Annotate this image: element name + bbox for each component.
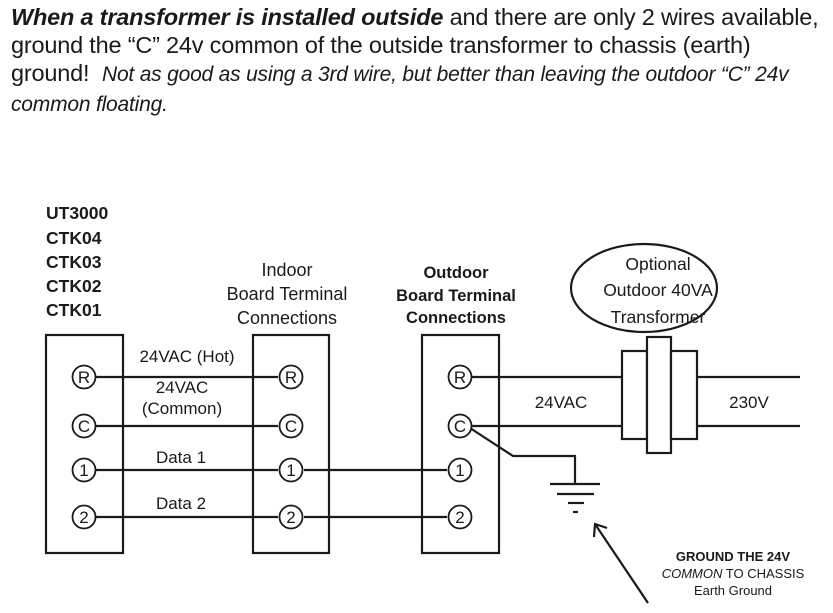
model-label: CTK04 <box>46 228 102 248</box>
outdoor-header: Outdoor Board Terminal Connections <box>396 264 516 327</box>
ground-note-line: GROUND THE 24V <box>676 549 790 564</box>
transformer-label-line: Outdoor 40VA <box>603 280 713 300</box>
outdoor-terminal-1: 1 <box>447 457 473 483</box>
terminal-circle <box>71 457 97 483</box>
transformer-primary-coil <box>669 349 699 441</box>
transformer-label-line: Transformer <box>611 307 706 327</box>
terminal-circle <box>447 504 473 530</box>
indoor-terminal-r: R <box>278 364 304 390</box>
terminal-label: C <box>454 417 466 436</box>
intro-bold-text: When a transformer is installed outside <box>11 4 444 30</box>
indoor-terminal-block <box>251 333 331 555</box>
indoor-header: Indoor Board Terminal Connections <box>227 260 348 328</box>
model-label: CTK01 <box>46 300 102 320</box>
ground-note-rest: TO CHASSIS <box>722 566 804 581</box>
outdoor-header-line: Outdoor <box>423 264 489 282</box>
transformer-label-ellipse <box>569 242 719 334</box>
terminal-circle <box>71 413 97 439</box>
terminal-label: R <box>454 368 466 387</box>
ground-wire <box>469 427 577 484</box>
thermostat-terminal-r: R <box>71 364 97 390</box>
outdoor-header-line: Connections <box>406 309 506 327</box>
outdoor-terminal-r: R <box>447 364 473 390</box>
terminal-label: C <box>78 417 90 436</box>
wire-label-secondary: 24VAC <box>535 393 588 412</box>
pointer-arrow <box>594 523 649 604</box>
wire-label-primary: 230V <box>729 393 769 412</box>
transformer-core <box>645 335 673 455</box>
terminal-label: R <box>285 368 297 387</box>
terminal-circle <box>278 413 304 439</box>
thermostat-terminal-block <box>44 333 125 555</box>
wire-label-data2: Data 2 <box>156 494 206 513</box>
model-label: UT3000 <box>46 203 109 223</box>
indoor-header-line: Board Terminal <box>227 284 348 304</box>
indoor-terminal-c: C <box>278 413 304 439</box>
thermostat-terminal-2: 2 <box>71 504 97 530</box>
terminal-label: 1 <box>286 461 295 480</box>
wire-label-common-2: (Common) <box>142 399 222 418</box>
thermostat-terminal-c: C <box>71 413 97 439</box>
intro-italic-text: Not as good as using a 3rd wire, but bet… <box>11 63 789 116</box>
terminal-circle <box>71 364 97 390</box>
terminal-label: C <box>285 417 297 436</box>
indoor-header-line: Indoor <box>261 260 312 280</box>
intro-normal-text: and there are only 2 wires available, gr… <box>11 4 819 86</box>
terminal-label: 2 <box>79 508 88 527</box>
transformer-label: Optional Outdoor 40VA Transformer <box>603 254 713 327</box>
transformer-secondary-coil <box>620 349 649 441</box>
terminal-circle <box>278 364 304 390</box>
terminal-label: 1 <box>455 461 464 480</box>
indoor-header-line: Connections <box>237 308 337 328</box>
ground-note-line: COMMON TO CHASSIS <box>662 566 805 581</box>
indoor-terminal-1: 1 <box>278 457 304 483</box>
terminal-circle <box>447 413 473 439</box>
terminal-circle <box>447 457 473 483</box>
model-label: CTK03 <box>46 252 102 272</box>
thermostat-terminal-1: 1 <box>71 457 97 483</box>
indoor-terminal-2: 2 <box>278 504 304 530</box>
outdoor-terminal-block <box>420 333 501 555</box>
terminal-group: R C 1 2 R C 1 2 R C 1 2 <box>71 364 473 530</box>
outdoor-terminal-c: C <box>447 413 473 439</box>
terminal-label: 2 <box>455 508 464 527</box>
thermostat-model-list: UT3000 CTK04 CTK03 CTK02 CTK01 <box>46 203 109 320</box>
arrow-head-icon <box>592 522 608 538</box>
terminal-circle <box>278 457 304 483</box>
intro-paragraph: When a transformer is installed outside … <box>11 3 831 119</box>
terminal-label: R <box>78 368 90 387</box>
terminal-circle <box>447 364 473 390</box>
wire-label-hot: 24VAC (Hot) <box>139 347 234 366</box>
terminal-circle <box>71 504 97 530</box>
outdoor-terminal-2: 2 <box>447 504 473 530</box>
terminal-label: 2 <box>286 508 295 527</box>
ground-note: GROUND THE 24V COMMON TO CHASSIS Earth G… <box>662 549 805 598</box>
ground-note-line: Earth Ground <box>694 583 772 598</box>
terminal-circle <box>278 504 304 530</box>
transformer-label-line: Optional <box>625 254 690 274</box>
outdoor-header-line: Board Terminal <box>396 287 516 305</box>
terminal-label: 1 <box>79 461 88 480</box>
model-label: CTK02 <box>46 276 102 296</box>
wire-label-common-1: 24VAC <box>156 378 209 397</box>
wire-label-data1: Data 1 <box>156 448 206 467</box>
ground-note-italic: COMMON <box>662 566 723 581</box>
